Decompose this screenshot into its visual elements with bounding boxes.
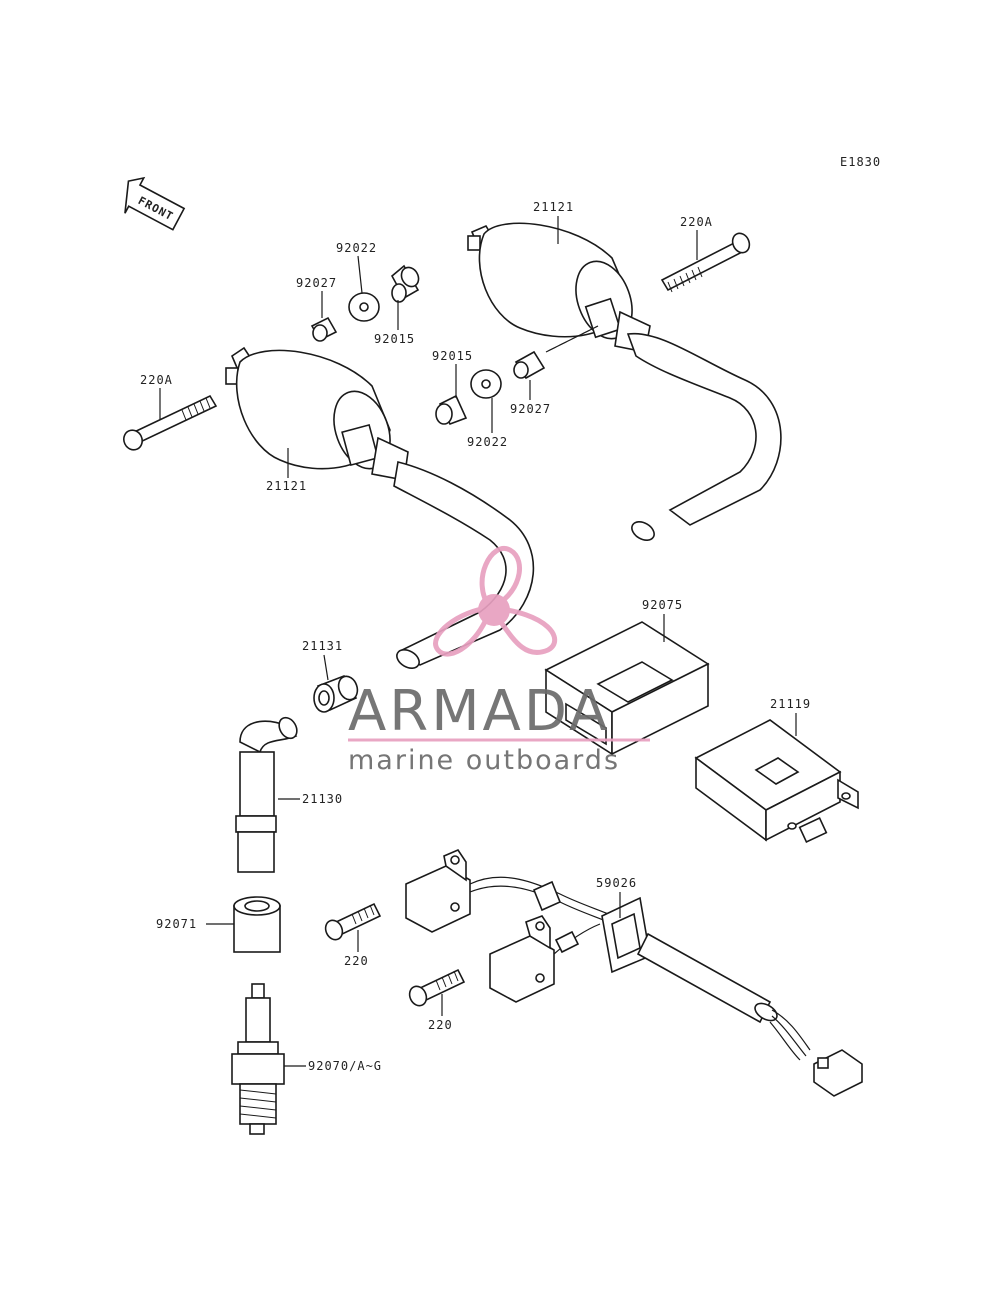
washer-92022-middle — [470, 369, 502, 399]
callout-screw-220-b: 220 — [428, 1018, 453, 1032]
spark-plug — [231, 983, 285, 1135]
front-arrow-icon: FRONT — [124, 176, 186, 231]
callout-washer-middle: 92022 — [467, 435, 508, 449]
callout-spark-plug: 92070/A~G — [308, 1059, 382, 1073]
diagram-code: E1830 — [840, 155, 881, 169]
callout-collar-middle: 92027 — [510, 402, 551, 416]
callout-bolt-lower: 220A — [140, 373, 173, 387]
callout-bushing-upper-left: 92015 — [374, 332, 415, 346]
watermark-tagline: marine outboards — [348, 745, 620, 776]
callout-damper-92071: 92071 — [156, 917, 197, 931]
bushing-92015-upper — [390, 264, 420, 303]
callout-screw-220-a: 220 — [344, 954, 369, 968]
callout-unit-21119: 21119 — [770, 697, 811, 711]
collar-92027-middle — [513, 350, 546, 380]
callout-coil-upper: 21121 — [533, 200, 574, 214]
callout-cover-92075: 92075 — [642, 598, 683, 612]
pickup-harness — [405, 849, 863, 1097]
watermark-brand: ARMADA — [348, 679, 610, 744]
damper-92071 — [233, 896, 281, 953]
cap-21130 — [235, 716, 298, 873]
callout-clamp-59026: 59026 — [596, 876, 637, 890]
bushing-92015-middle — [435, 394, 468, 426]
watermark: ARMADA marine outboards — [348, 545, 650, 776]
callout-bushing-middle: 92015 — [432, 349, 473, 363]
callout-washer-upper-left: 92022 — [336, 241, 377, 255]
callout-collar-upper-left: 92027 — [296, 276, 337, 290]
screw-220-lower — [408, 968, 466, 1007]
unit-21119 — [694, 719, 859, 843]
bolt-220a-lower — [123, 394, 218, 451]
screw-220-upper — [324, 902, 382, 941]
washer-92022-upper — [348, 292, 380, 322]
propeller-logo-icon — [433, 545, 558, 657]
callout-cap-21130: 21130 — [302, 792, 343, 806]
collar-92027-upper — [310, 316, 338, 342]
bolt-220a-upper — [660, 232, 751, 293]
cover-92075 — [544, 621, 710, 756]
seal-21131 — [313, 675, 359, 713]
callout-bolt-upper: 220A — [680, 215, 713, 229]
callout-coil-lower: 21121 — [266, 479, 307, 493]
callout-seal-21131: 21131 — [302, 639, 343, 653]
ignition-coil-upper — [467, 222, 782, 541]
